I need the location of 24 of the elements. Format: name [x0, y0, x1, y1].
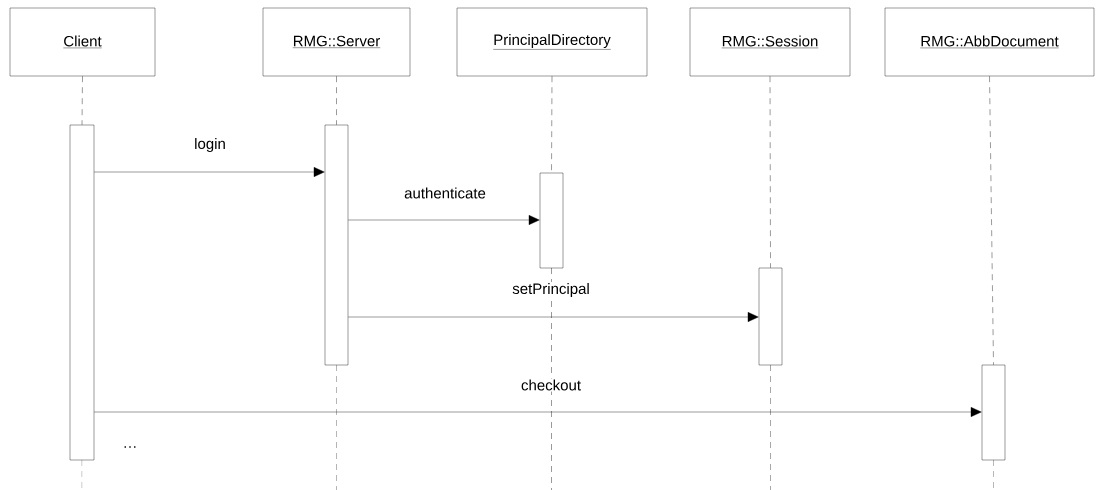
message-label: login [193, 137, 227, 153]
message-arrow [94, 407, 982, 417]
object-box: Client [9, 7, 156, 77]
lifeline [81, 76, 83, 125]
activation-bar [324, 124, 349, 366]
activation-bar [539, 172, 564, 269]
object-box: RMG::AbbDocument [884, 7, 1095, 77]
message-label: authenticate [403, 186, 487, 200]
lifeline [551, 76, 553, 173]
lifeline [769, 76, 771, 268]
activation-bar [758, 267, 783, 366]
object-box: RMG::Session [689, 7, 851, 77]
message-label: checkout [520, 378, 583, 392]
message-label: setPrincipal [511, 282, 591, 298]
object-box: PrincipalDirectory [456, 7, 648, 77]
message-arrow [348, 215, 540, 225]
message-arrow [348, 312, 759, 322]
object-box: RMG::Server [262, 7, 411, 77]
activation-bar [981, 364, 1006, 461]
ellipsis: … [124, 446, 136, 448]
lifeline [336, 76, 337, 125]
lifeline [989, 76, 994, 365]
message-arrow [94, 167, 325, 177]
activation-bar [69, 124, 95, 461]
